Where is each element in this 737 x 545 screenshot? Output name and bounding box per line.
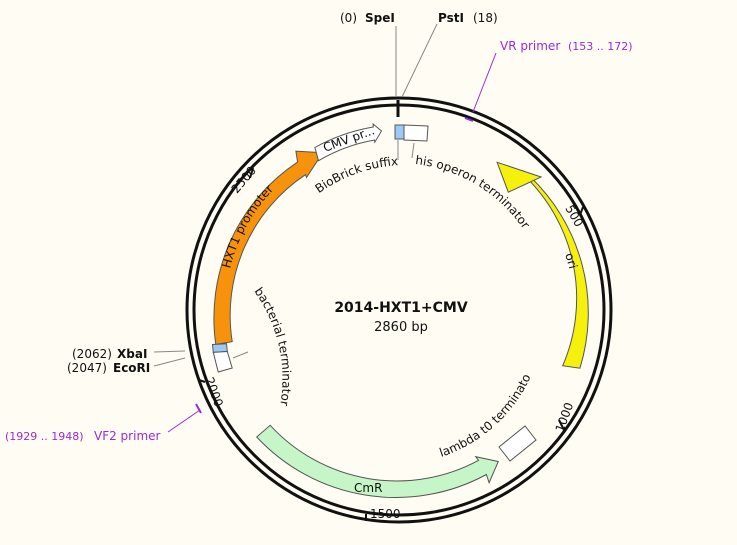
ecori-site-label[interactable]: EcoRI: [113, 361, 150, 375]
xbai-position: (2062): [72, 347, 112, 361]
ecori-leader: [153, 357, 186, 367]
xbai-site-label[interactable]: XbaI: [117, 347, 147, 361]
psti-site-label[interactable]: PstI: [438, 11, 464, 25]
vr-primer-leader: [472, 52, 497, 113]
tick-500: [579, 206, 584, 216]
ecori-position: (2047): [67, 361, 107, 375]
ori-label: ori: [562, 251, 580, 270]
tick-2000: [198, 379, 206, 383]
tick-label-2000: 2000: [202, 375, 226, 408]
vr-primer-label[interactable]: VR primer: [500, 39, 560, 53]
his-leader: [411, 142, 415, 159]
plasmid-name: 2014-HXT1+CMV: [334, 300, 468, 316]
biobrick-prefix-block[interactable]: [211, 343, 228, 353]
ori-arrowhead[interactable]: [496, 161, 543, 193]
biobrick-suffix-label: BioBrick suffix: [313, 154, 399, 196]
bacterial-terminator-block[interactable]: [212, 350, 233, 373]
vr-primer-mark: [464, 117, 474, 122]
plasmid-length: 2860 bp: [374, 320, 428, 335]
vf2-primer-range: (1929 .. 1948): [5, 430, 84, 443]
scale-ticks: [198, 167, 584, 521]
lambda-terminator-label: lambda t0 terminator: [0, 0, 534, 460]
spei-position: (0): [340, 11, 357, 25]
bact-leader: [232, 351, 249, 359]
psti-position: (18): [473, 11, 498, 25]
psti-leader: [401, 23, 438, 98]
cmv-label: CMV pr...: [321, 123, 376, 155]
tick-1000: [558, 419, 565, 431]
cmr-arrow[interactable]: [255, 424, 500, 498]
vf2-primer-leader: [167, 409, 201, 433]
vr-primer-range: (153 .. 172): [568, 40, 633, 53]
vf2-primer-mark: [195, 403, 202, 414]
backbone-outer-ring: [185, 96, 613, 524]
his-terminator-label: his operon terminator: [415, 153, 533, 231]
cmr-label: CmR: [354, 481, 382, 495]
lambda-terminator-block[interactable]: [498, 425, 537, 462]
tick-2500: [249, 167, 254, 179]
cmv-promoter-arrow[interactable]: [314, 122, 383, 162]
spei-site-label[interactable]: SpeI: [365, 11, 395, 25]
tick-label-1500: 1500: [370, 507, 401, 521]
vf2-primer-label[interactable]: VF2 primer: [94, 429, 161, 443]
ori-arrow[interactable]: [522, 170, 589, 369]
xbai-leader: [153, 350, 186, 353]
bacterial-terminator-label: bacterial terminator: [252, 285, 294, 407]
his-terminator-block[interactable]: [403, 124, 429, 142]
